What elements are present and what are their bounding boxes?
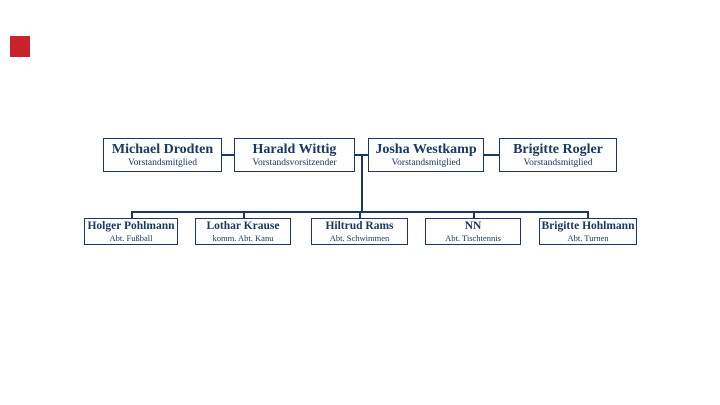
org-node-dept-schwimmen: Hiltrud Rams Abt. Schwimmen [311,218,408,245]
person-name: Lothar Krause [206,220,280,232]
person-role: Vorstandsmitglied [128,157,197,168]
connector-line [484,154,499,156]
person-name: Josha Westkamp [375,141,477,157]
person-name: Michael Drodten [111,141,214,157]
connector-stub [243,211,245,218]
connector-stub [131,211,133,218]
connector-stub [587,211,589,218]
person-role: Abt. Schwimmen [329,232,390,243]
org-node-dept-kanu: Lothar Krause komm. Abt. Kanu [195,218,291,245]
org-node-dept-tischtennis: NN Abt. Tischtennis [425,218,521,245]
person-name: Harald Wittig [252,141,337,157]
org-node-board-member-1: Michael Drodten Vorstandsmitglied [103,138,222,172]
person-name: Hiltrud Rams [325,220,394,232]
person-name: NN [464,220,482,232]
person-name: Brigitte Hohlmann [541,220,635,232]
org-node-dept-turnen: Brigitte Hohlmann Abt. Turnen [539,218,637,245]
person-role: komm. Abt. Kanu [212,232,274,243]
person-role: Abt. Turnen [567,232,609,243]
connector-line [222,154,234,156]
connector-stub [473,211,475,218]
org-node-board-member-3: Brigitte Rogler Vorstandsmitglied [499,138,617,172]
person-role: Vorstandsmitglied [391,157,461,168]
person-role: Vorstandsmitglied [523,157,593,168]
person-name: Brigitte Rogler [513,141,603,157]
org-node-board-chairman: Harald Wittig Vorstandsvorsitzender [234,138,355,172]
org-node-dept-fussball: Holger Pohlmann Abt. Fußball [84,218,178,245]
person-name: Holger Pohlmann [87,220,175,232]
connector-stub [359,211,361,218]
person-role: Vorstandsvorsitzender [252,157,337,168]
connector-drop-line [361,154,363,212]
org-node-board-member-2: Josha Westkamp Vorstandsmitglied [368,138,484,172]
person-role: Abt. Fußball [109,232,153,243]
brand-logo-red-square [10,36,30,57]
person-role: Abt. Tischtennis [445,232,501,243]
